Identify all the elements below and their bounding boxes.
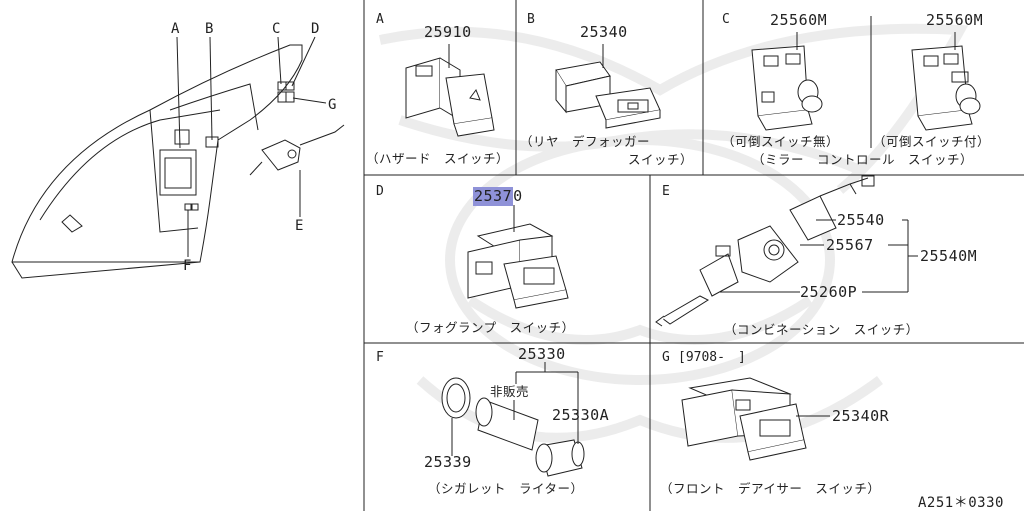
part-number-25567: 25567 (826, 236, 874, 254)
section-c-letter: C (722, 12, 730, 27)
mirror-caption-right: （可倒スイッチ付） (873, 134, 991, 149)
f-leader-lines (451, 362, 579, 456)
section-f-letter: F (376, 350, 384, 365)
part-number-suffix: 0 (513, 187, 523, 205)
callout-c: C (272, 21, 281, 37)
fog-lamp-switch-drawing (467, 223, 569, 309)
part-number-25330: 25330 (518, 345, 566, 363)
combination-switch-drawing (655, 175, 875, 327)
front-deicer-caption: （フロント デアイサー スイッチ） (660, 481, 881, 496)
part-number-25260p: 25260P (800, 283, 858, 301)
fog-lamp-caption: （フォグランプ スイッチ） (406, 320, 575, 335)
part-number-25330a: 25330A (552, 406, 610, 424)
part-number-25560m-right: 25560M (926, 11, 984, 29)
section-e-letter: E (662, 184, 670, 199)
mirror-switch-left-drawing (751, 45, 823, 131)
callout-d: D (311, 21, 320, 37)
not-for-sale-note: 非販売 (490, 384, 530, 399)
callout-e: E (295, 218, 304, 234)
part-number-25910: 25910 (424, 23, 472, 41)
part-number-25560m-left: 25560M (770, 11, 828, 29)
e-leader-lines (720, 219, 918, 293)
cigarette-lighter-caption: （シガレット ライター） (428, 481, 584, 496)
mirror-caption-left: （可倒スイッチ無） (722, 134, 840, 149)
part-number-25340r: 25340R (832, 407, 890, 425)
part-number-highlight: 2537 (473, 187, 514, 206)
callout-a: A (171, 21, 180, 37)
hazard-switch-drawing (405, 57, 495, 137)
callout-b: B (205, 21, 214, 37)
grid-frame (363, 0, 1024, 511)
mirror-switch-right-drawing (911, 45, 981, 131)
rear-defogger-caption-line1: （リヤ デフォッガー (520, 134, 651, 149)
callout-g: G (328, 97, 337, 113)
part-number-25540m: 25540M (920, 247, 978, 265)
mirror-control-caption: （ミラー コントロール スイッチ） (752, 152, 974, 167)
hazard-switch-caption: （ハザード スイッチ） (366, 151, 510, 166)
callout-f: F (183, 258, 192, 274)
section-b-letter: B (527, 12, 535, 27)
section-d-letter: D (376, 184, 384, 199)
cigarette-lighter-drawing (441, 377, 585, 477)
part-number-25540: 25540 (837, 211, 885, 229)
rear-defogger-caption-line2: スイッチ） (628, 152, 694, 167)
front-deicer-switch-drawing (681, 377, 807, 461)
rear-defogger-switch-drawing (555, 61, 661, 129)
part-number-25370: 25370 (473, 187, 523, 206)
overview-leader-lines (176, 36, 327, 257)
section-g-date-range: [9708- ] (678, 350, 746, 365)
part-number-25339: 25339 (424, 453, 472, 471)
section-g-letter: G (662, 350, 670, 365)
combination-switch-caption: （コンビネーション スイッチ） (724, 322, 919, 337)
part-number-25340: 25340 (580, 23, 628, 41)
section-a-letter: A (376, 12, 384, 27)
figure-code: A251＊0330 (918, 495, 1004, 511)
